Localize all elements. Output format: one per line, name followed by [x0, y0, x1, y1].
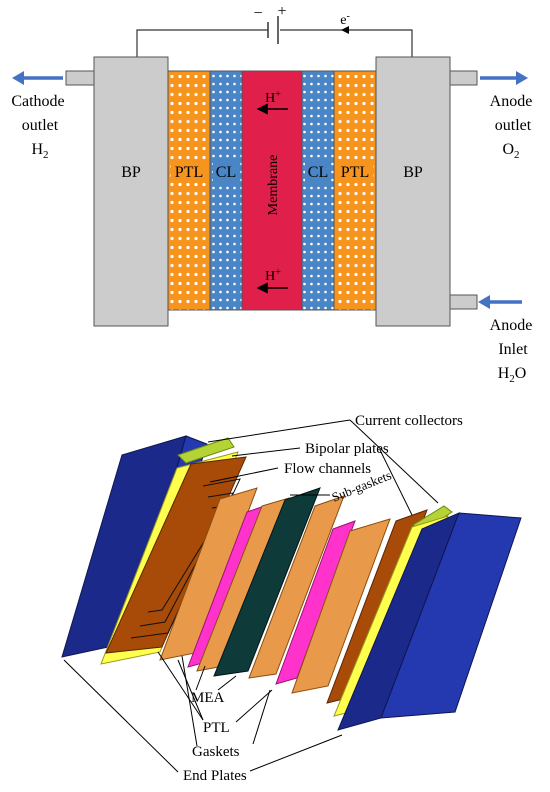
flow-channels-label: Flow channels: [284, 461, 371, 477]
right-bp-label: BP: [403, 164, 423, 181]
left-bipolar-plate: [93, 56, 169, 327]
bipolar-plates-label: Bipolar plates: [305, 441, 389, 457]
membrane: [241, 70, 303, 311]
mea-3d: [213, 487, 321, 677]
anode-inlet-label: Anode Inlet: [490, 317, 537, 358]
anode-inlet-species: H2O: [498, 365, 527, 385]
right-end-plate: [337, 512, 522, 731]
anode-outlet-arrow: [480, 71, 528, 85]
battery-minus-sign: −: [253, 5, 262, 22]
battery-plus-sign: +: [277, 3, 286, 20]
cathode-outlet-arrow: [12, 71, 63, 85]
right-cl-label: CL: [308, 164, 328, 181]
anode-outlet-species: O2: [502, 141, 519, 161]
left-bp-label: BP: [121, 164, 141, 181]
mea-label: MEA: [191, 690, 225, 706]
schematic-diagram: − + e- BP: [11, 3, 537, 385]
battery-icon: [267, 16, 279, 44]
anode-inlet-arrow: [478, 295, 522, 309]
current-collectors-label: Current collectors: [355, 413, 463, 429]
right-ptl-label: PTL: [341, 164, 369, 181]
end-plates-label: End Plates: [183, 768, 247, 784]
right-catalyst-layer: [301, 70, 335, 311]
cathode-outlet-port: [65, 70, 95, 86]
left-ptl-label: PTL: [175, 164, 203, 181]
left-cl-label: CL: [216, 164, 236, 181]
right-ptl-3d: [291, 518, 391, 694]
ptl-label: PTL: [203, 720, 230, 736]
electron-label: e-: [340, 11, 350, 28]
cathode-outlet-label: Cathode outlet: [11, 93, 68, 134]
right-bipolar-plate: [375, 56, 451, 327]
gaskets-label: Gaskets: [192, 744, 240, 760]
exploded-stack-diagram: Current collectors Bipolar plates Flow c…: [61, 413, 522, 784]
membrane-label: Membrane: [266, 155, 281, 216]
proton-label-top: H+: [265, 89, 281, 106]
left-current-collector: [177, 437, 235, 464]
anode-outlet-label: Anode outlet: [490, 93, 537, 134]
proton-label-bottom: H+: [265, 267, 281, 284]
anode-inlet-port: [448, 294, 478, 310]
left-catalyst-layer: [209, 70, 243, 311]
right-ptl: [333, 70, 377, 311]
left-bipolar-plate-3d: [105, 456, 247, 654]
circuit-wire: [136, 29, 413, 57]
anode-outlet-port: [448, 70, 478, 86]
left-ptl: [167, 70, 211, 311]
cathode-outlet-species: H2: [31, 141, 48, 161]
leader-lines: [63, 419, 439, 773]
right-inner-gasket: [248, 495, 345, 679]
